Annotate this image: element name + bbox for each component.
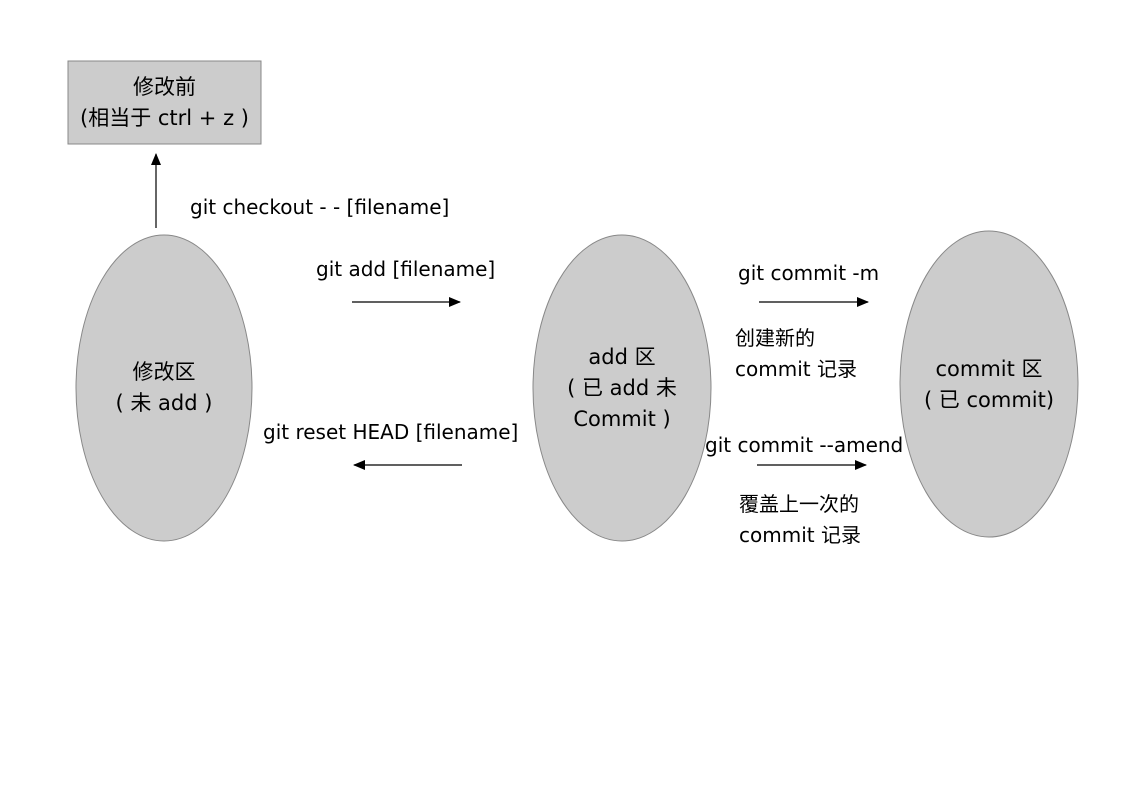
reset-label: git reset HEAD [filename] [263,420,519,444]
before-edit-label: 修改前 (相当于 ctrl + z ) [68,72,261,134]
before-edit-box [67,60,262,145]
modified-area-subtitle: ( 未 add ) [115,391,213,415]
before-edit-title: 修改前 [133,75,196,99]
commit-note: 创建新的 commit 记录 [735,323,857,385]
add-area-ellipse [532,234,712,542]
commit-area-title: commit 区 [935,357,1043,381]
commit-label: git commit -m [738,261,880,285]
add-area-label: add 区 ( 已 add 未 Commit ) [533,342,711,435]
add-area-subtitle: ( 已 add 未 [567,376,677,400]
commit-area-subtitle: ( 已 commit) [923,388,1055,412]
commit-note-line1: 创建新的 [735,326,815,350]
modified-area-title: 修改区 [132,360,196,384]
add-area-subtitle-cont: Commit ) [573,407,671,431]
checkout-label: git checkout - - [filename] [190,195,450,219]
amend-note-line1: 覆盖上一次的 [739,492,859,516]
add-label: git add [filename] [316,257,496,281]
modified-area-ellipse [75,234,253,542]
commit-area-label: commit 区 ( 已 commit) [900,354,1078,416]
before-edit-subtitle: (相当于 ctrl + z ) [80,106,249,130]
amend-label: git commit --amend [705,433,904,457]
commit-note-line2: commit 记录 [735,357,857,381]
modified-area-label: 修改区 ( 未 add ) [76,357,252,419]
add-area-title: add 区 [588,345,656,369]
commit-area-ellipse [899,230,1079,538]
amend-note: 覆盖上一次的 commit 记录 [739,489,861,551]
amend-note-line2: commit 记录 [739,523,861,547]
